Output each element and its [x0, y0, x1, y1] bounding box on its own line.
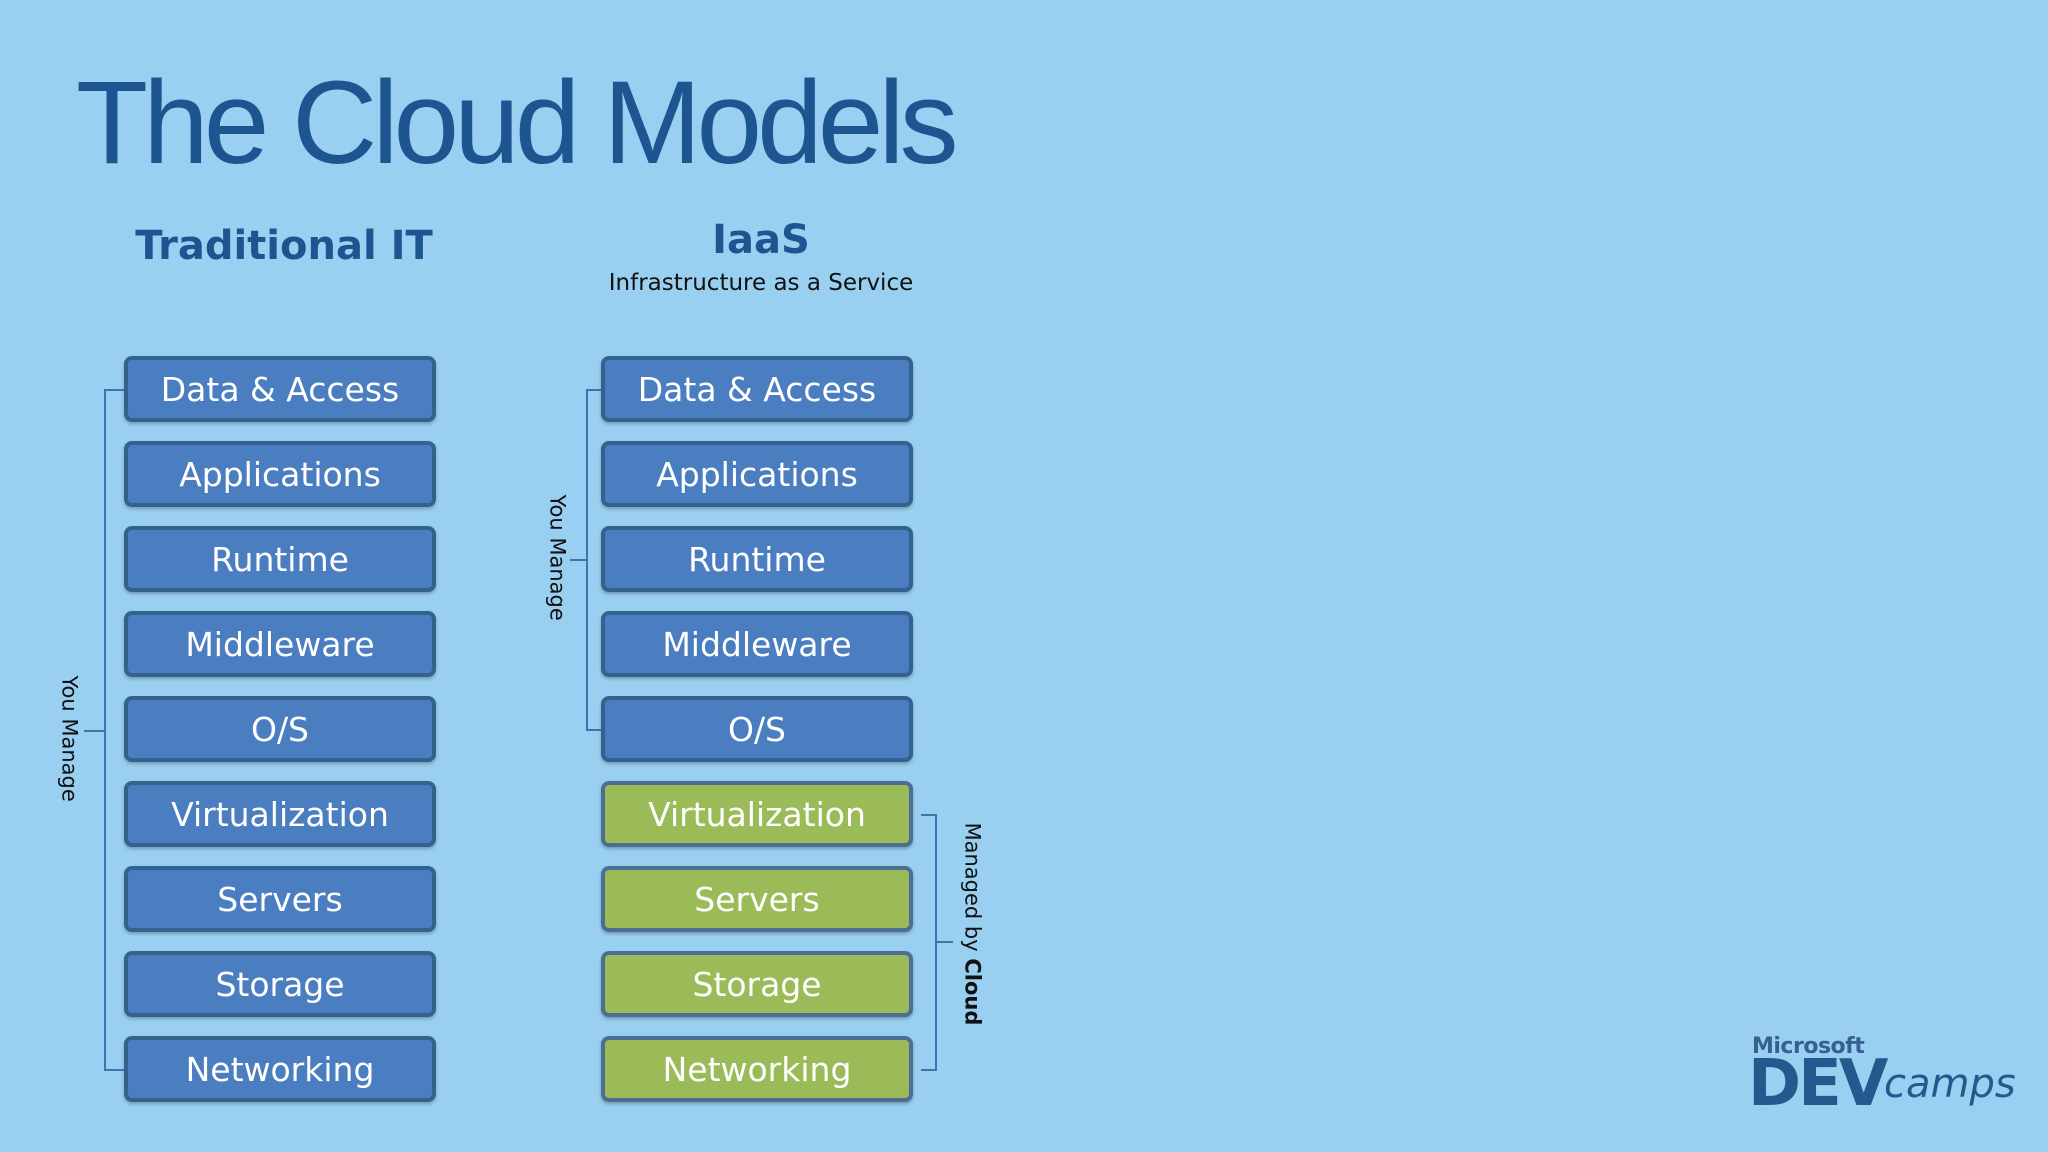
logo-dev-text: DEV — [1748, 1047, 1888, 1121]
iaas-cloud-label: Managed by Cloud — [960, 822, 985, 1026]
traditional-layer-os: O/S — [124, 696, 436, 762]
traditional-layer-runtime: Runtime — [124, 526, 436, 592]
traditional-layer-applications: Applications — [124, 441, 436, 507]
iaas-layer-middleware: Middleware — [601, 611, 913, 677]
iaas-layer-data-access: Data & Access — [601, 356, 913, 422]
traditional-layer-servers: Servers — [124, 866, 436, 932]
iaas-layer-os: O/S — [601, 696, 913, 762]
iaas-you-manage-label: You Manage — [545, 494, 570, 621]
slide-title: The Cloud Models — [76, 57, 959, 189]
iaas-layer-storage: Storage — [601, 951, 913, 1017]
iaas-layer-servers: Servers — [601, 866, 913, 932]
logo-microsoft-text: Microsoft — [1752, 1034, 1865, 1059]
traditional-layer-networking: Networking — [124, 1036, 436, 1102]
traditional-layer-storage: Storage — [124, 951, 436, 1017]
iaas-layer-networking: Networking — [601, 1036, 913, 1102]
iaas-layer-runtime: Runtime — [601, 526, 913, 592]
iaas-layer-applications: Applications — [601, 441, 913, 507]
iaas-heading: IaaS — [712, 217, 810, 263]
iaas-subheading: Infrastructure as a Service — [608, 270, 914, 296]
traditional-it-heading: Traditional IT — [135, 223, 433, 269]
traditional-layer-virtualization: Virtualization — [124, 781, 436, 847]
traditional-layer-middleware: Middleware — [124, 611, 436, 677]
iaas-layer-virtualization: Virtualization — [601, 781, 913, 847]
microsoft-devcamps-logo: Microsoft DEV camps — [1748, 1034, 2016, 1124]
traditional-you-manage-label: You Manage — [57, 675, 82, 802]
traditional-layer-data-access: Data & Access — [124, 356, 436, 422]
logo-camps-text: camps — [1884, 1061, 2016, 1107]
